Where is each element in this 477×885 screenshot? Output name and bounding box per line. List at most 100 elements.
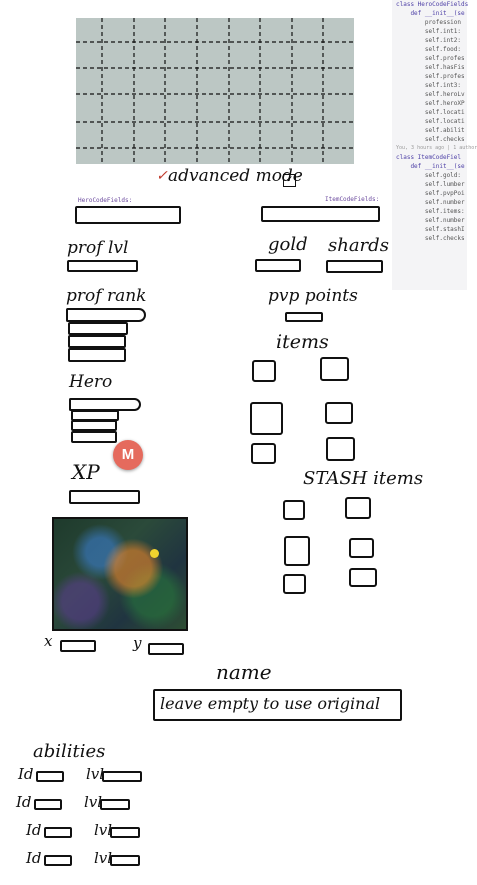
ability-lvl-input[interactable]	[110, 855, 140, 866]
item-fields-tag: ItemCodeFields:	[325, 196, 380, 203]
shards-input[interactable]	[326, 260, 383, 273]
code-line: self.stashI	[396, 226, 465, 233]
y-coordinate-input[interactable]	[148, 643, 184, 655]
ability-id-input[interactable]	[44, 855, 72, 866]
x-coordinate-input[interactable]	[60, 640, 96, 652]
code-line: You, 3 hours ago | 1 author	[396, 145, 477, 151]
prof-rank-dropdown[interactable]	[66, 308, 148, 366]
user-avatar[interactable]: M	[113, 440, 143, 470]
item-slot[interactable]	[251, 443, 276, 464]
ability-id-label: Id	[26, 849, 42, 867]
abilities-label: abilities	[33, 741, 106, 762]
prof-rank-option[interactable]	[66, 308, 146, 322]
item-slot[interactable]	[320, 357, 349, 381]
code-line: self.checks	[396, 235, 465, 242]
code-line: self.food:	[396, 46, 462, 53]
item-code-input[interactable]	[261, 206, 380, 222]
ability-lvl-label: lvl	[84, 793, 103, 811]
code-line: self.checks	[396, 136, 465, 143]
hero-code-input[interactable]	[75, 206, 181, 224]
item-slot[interactable]	[250, 402, 283, 435]
ability-row: Id lvl	[26, 821, 156, 843]
code-preview-panel: class HeroCodeFields def __init__(se pro…	[392, 0, 477, 290]
code-line: self.int3:	[396, 82, 462, 89]
location-map-picker[interactable]	[52, 517, 188, 631]
ability-lvl-input[interactable]	[110, 827, 140, 838]
xp-input[interactable]	[69, 490, 140, 504]
code-line: self.heroLv	[396, 91, 465, 98]
ability-id-label: Id	[18, 765, 34, 783]
advanced-mode-check-mark: ✓	[156, 168, 168, 184]
hero-label: Hero	[69, 372, 113, 392]
hero-fields-tag: HeroCodeFields:	[78, 197, 133, 204]
prof-rank-option[interactable]	[68, 348, 126, 362]
prof-rank-option[interactable]	[68, 322, 128, 335]
ability-row: Id lvl	[26, 849, 156, 871]
code-line: self.lumber	[396, 181, 465, 188]
code-line: self.pvpPoi	[396, 190, 465, 197]
advanced-mode-label: advanced mode	[168, 166, 303, 186]
stash-slot[interactable]	[283, 574, 306, 594]
pvp-points-label: pvp points	[268, 286, 358, 306]
code-line: self.profes	[396, 73, 465, 80]
code-line: self.int2:	[396, 37, 462, 44]
stash-slot[interactable]	[284, 536, 310, 566]
item-slot[interactable]	[252, 360, 276, 382]
ability-row: Id lvl	[16, 793, 146, 815]
advanced-mode-checkbox[interactable]: ✓	[283, 174, 296, 187]
code-line: self.hasFis	[396, 64, 465, 71]
prof-lvl-label: prof lvl	[67, 238, 129, 258]
ability-id-input[interactable]	[34, 799, 62, 810]
items-label: items	[276, 331, 329, 353]
code-line: self.number	[396, 199, 465, 206]
x-label: x	[44, 632, 53, 650]
name-input[interactable]	[153, 689, 402, 721]
ability-lvl-label: lvl	[94, 849, 113, 867]
code-line: self.number	[396, 217, 465, 224]
stash-slot[interactable]	[349, 568, 377, 587]
code-line: self.gold:	[396, 172, 462, 179]
stash-slot[interactable]	[349, 538, 374, 558]
prof-lvl-input[interactable]	[67, 260, 138, 272]
hero-grid-preview	[76, 18, 354, 164]
ability-id-input[interactable]	[44, 827, 72, 838]
stash-items-label: STASH items	[303, 468, 424, 489]
prof-rank-label: prof rank	[66, 286, 147, 306]
code-line: self.heroXP	[396, 100, 465, 107]
gold-label: gold	[268, 234, 308, 255]
code-line: self.items:	[396, 208, 465, 215]
stash-slot[interactable]	[345, 497, 371, 519]
prof-rank-option[interactable]	[68, 335, 126, 348]
name-label: name	[216, 660, 272, 684]
y-label: y	[133, 634, 142, 652]
ability-id-input[interactable]	[36, 771, 64, 782]
code-line: class HeroCodeFields	[396, 1, 469, 8]
pvp-points-input[interactable]	[285, 312, 323, 322]
ability-id-label: Id	[16, 793, 32, 811]
ability-id-label: Id	[26, 821, 42, 839]
item-slot[interactable]	[325, 402, 353, 424]
map-position-marker	[150, 549, 159, 558]
name-placeholder: leave empty to use original	[160, 694, 381, 713]
code-line: class ItemCodeFiel	[396, 154, 462, 161]
stash-slot[interactable]	[283, 500, 305, 520]
ability-lvl-input[interactable]	[100, 799, 130, 810]
code-line: def __init__(se	[396, 10, 465, 17]
ability-lvl-input[interactable]	[102, 771, 142, 782]
code-line: self.abilit	[396, 127, 465, 134]
code-line: profession	[396, 19, 462, 26]
gold-input[interactable]	[255, 259, 301, 272]
ability-lvl-label: lvl	[86, 765, 105, 783]
item-slot[interactable]	[326, 437, 355, 461]
code-line: self.profes	[396, 55, 465, 62]
code-line: self.int1:	[396, 28, 462, 35]
ability-lvl-label: lvl	[94, 821, 113, 839]
hero-option[interactable]	[71, 420, 117, 431]
ability-row: Id lvl	[18, 765, 148, 787]
hero-option[interactable]	[71, 431, 117, 443]
xp-label: XP	[72, 460, 100, 484]
code-line: def __init__(se	[396, 163, 465, 170]
code-line: self.locati	[396, 118, 465, 125]
hero-dropdown[interactable]	[69, 398, 143, 448]
